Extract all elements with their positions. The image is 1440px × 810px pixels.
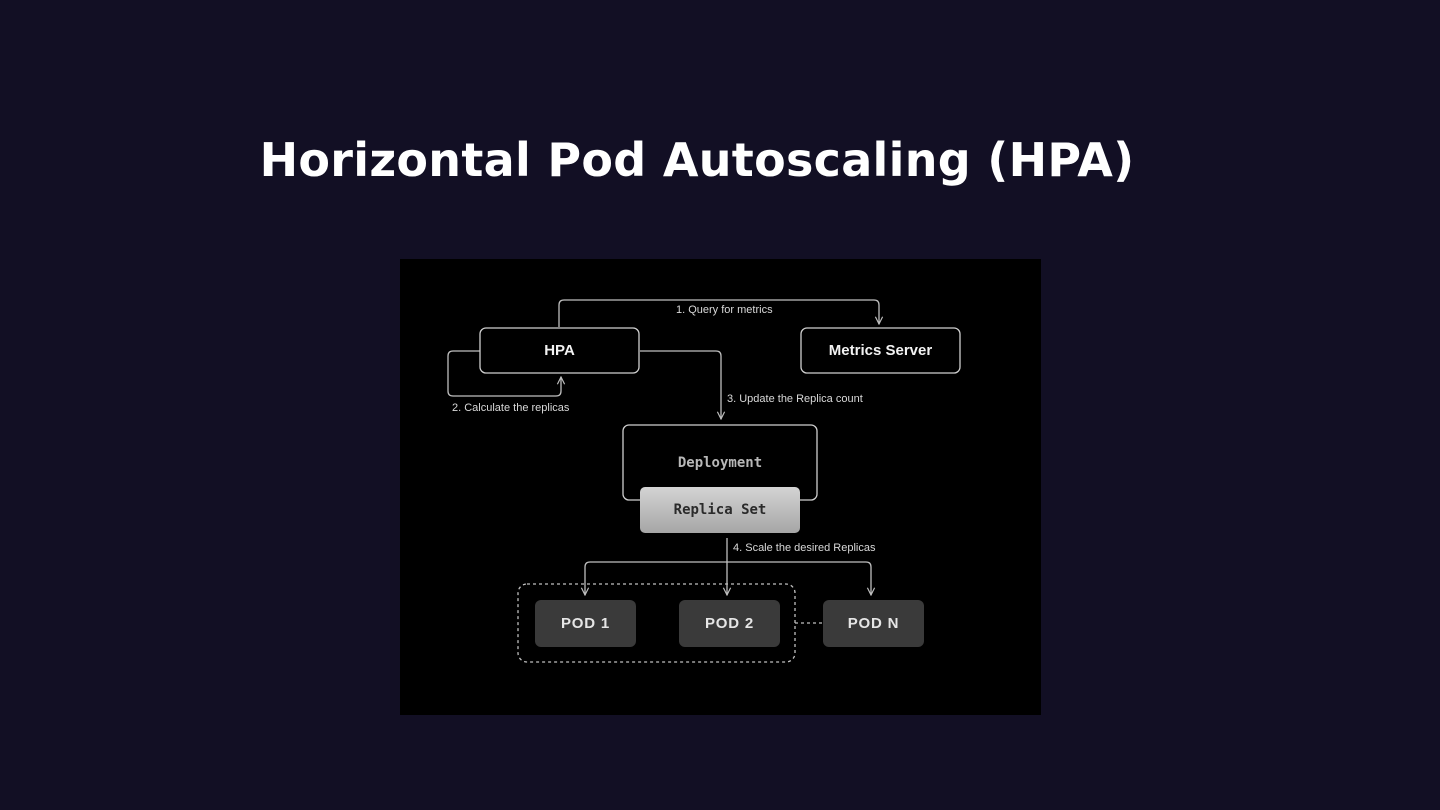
replica-set-label: Replica Set [673,502,767,518]
pod-group-outline [517,583,796,663]
slide-title: Horizontal Pod Autoscaling (HPA) [259,133,1135,187]
scale-to-pod-n-arrow [727,561,871,595]
deployment-label: Deployment [677,455,763,471]
hpa-diagram: 1. Query for metrics 2. Calculate the re… [400,259,1041,715]
pod-1-label: POD 1 [560,615,610,632]
scale-replicas-label: 4. Scale the desired Replicas [733,542,876,554]
diagram-canvas [447,299,961,663]
pod-n-label: POD N [847,615,900,632]
update-replica-count-label: 3. Update the Replica count [727,393,863,405]
metrics-server-label: Metrics Server [828,342,933,359]
metrics-server-box [800,327,961,374]
query-metrics-label: 1. Query for metrics [676,304,773,316]
calculate-replicas-label: 2. Calculate the replicas [452,402,570,414]
query-metrics-arrow [558,299,879,327]
pod-2-box [679,600,780,647]
hpa-box [479,327,640,374]
calculate-replicas-loop-arrow [447,350,561,397]
pod-n-box [823,600,924,647]
pod-2-label: POD 2 [704,615,754,632]
pod-1-box [535,600,636,647]
update-replica-count-arrow [640,350,721,419]
replica-set-box [640,487,800,533]
hpa-label: HPA [544,342,575,359]
scale-to-pod-1-arrow [585,561,727,595]
